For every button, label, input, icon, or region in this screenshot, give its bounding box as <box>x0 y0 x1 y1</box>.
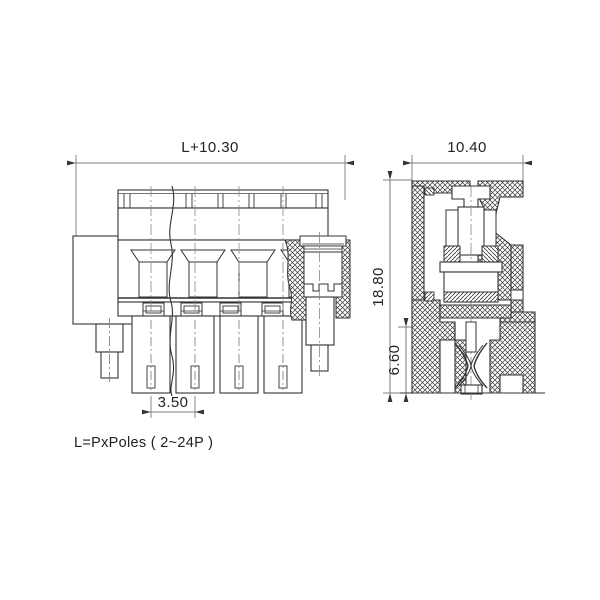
dimension-label-width: 10.40 <box>447 139 487 156</box>
contact-legs <box>131 315 303 394</box>
screw-head <box>142 302 165 317</box>
dimension-label-overall-length: L+10.30 <box>181 139 238 156</box>
side-screw-assembly <box>439 185 503 400</box>
screw-head <box>180 302 203 317</box>
screw-head <box>261 302 284 317</box>
wire-entry-funnel <box>180 249 226 298</box>
contact-leg <box>131 315 171 394</box>
screw-head <box>219 302 242 317</box>
side-section-view-group <box>383 155 545 402</box>
side-latch-details <box>424 187 524 302</box>
contact-leg <box>175 315 215 394</box>
dimension-label-height: 18.80 <box>370 267 387 307</box>
dimension-label-lower-height: 6.60 <box>386 345 403 376</box>
front-view-group <box>67 155 354 418</box>
contact-leg <box>263 315 303 394</box>
side-contact-spring <box>454 321 488 395</box>
dimension-pitch <box>142 396 204 418</box>
screw-heads-row <box>142 302 284 317</box>
wire-entry-funnel <box>130 249 176 298</box>
note-pole-formula: L=PxPoles ( 2~24P ) <box>74 435 213 451</box>
front-right-sectioned-end <box>284 232 351 378</box>
contact-leg <box>219 315 259 394</box>
front-centerlines <box>150 186 284 312</box>
dimension-label-pitch: 3.50 <box>158 394 189 411</box>
break-line <box>168 185 175 397</box>
